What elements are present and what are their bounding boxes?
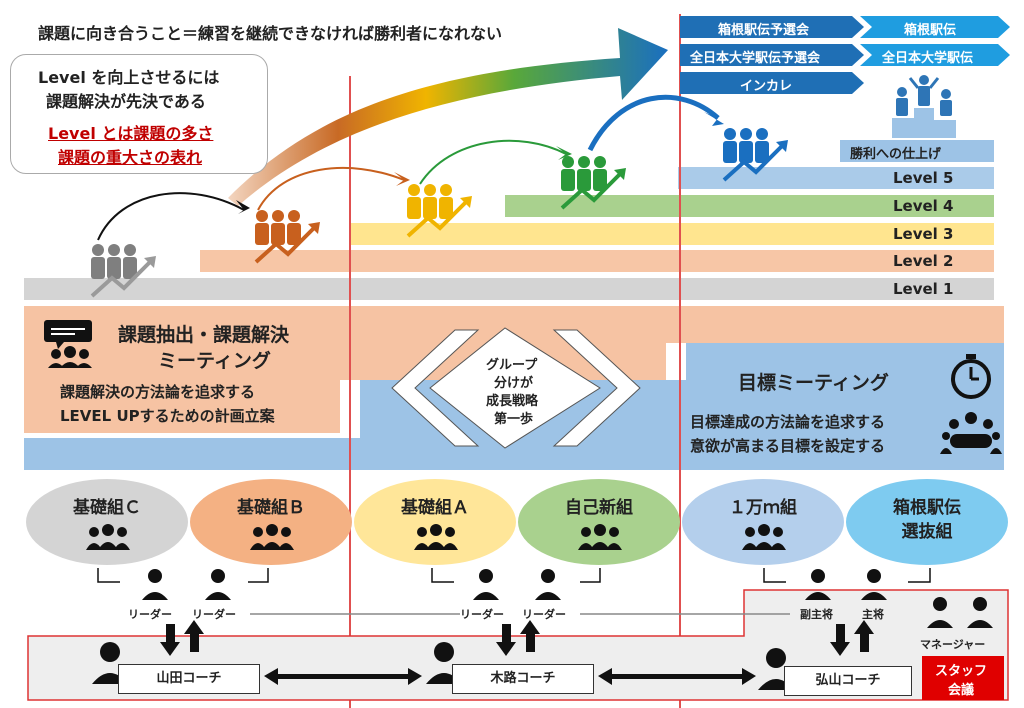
manager-label: マネージャー bbox=[920, 638, 986, 651]
podium-icon bbox=[892, 75, 956, 138]
staff-label2: 会議 bbox=[948, 683, 975, 698]
divider-left bbox=[349, 76, 351, 708]
group-a-label: 基礎組Ａ bbox=[401, 498, 469, 518]
group-hakone-label2: 選抜組 bbox=[901, 522, 953, 542]
meeting-left-title2: ミーティング bbox=[158, 350, 271, 372]
team-meeting-icon bbox=[940, 412, 1002, 454]
coach-kiji-box: 木路コーチ bbox=[452, 664, 594, 694]
group-c-oval: 基礎組Ｃ bbox=[26, 479, 188, 565]
group-b-oval: 基礎組Ｂ bbox=[190, 479, 352, 565]
chevron-text-1: グループ bbox=[486, 358, 538, 373]
staff-meeting-badge: スタッフ 会議 bbox=[922, 656, 1004, 700]
group-a-oval: 基礎組Ａ bbox=[354, 479, 516, 565]
group-10000m-label: １万ｍ組 bbox=[729, 498, 797, 518]
band-level3 bbox=[350, 223, 994, 245]
leader-label-2: リーダー bbox=[192, 608, 236, 621]
callout-red2: 課題の重大さの表れ bbox=[58, 148, 203, 167]
band-level1 bbox=[24, 278, 994, 300]
meeting-right-title: 目標ミーティング bbox=[738, 372, 889, 394]
group-10000m-oval: １万ｍ組 bbox=[682, 479, 844, 565]
divider-right bbox=[679, 14, 681, 708]
meeting-chat-icon bbox=[44, 320, 92, 368]
callout-line2: 課題解決が先決である bbox=[46, 92, 206, 111]
callout-red1: Level とは課題の多さ bbox=[48, 124, 214, 143]
growth-arrow-graphic bbox=[97, 28, 724, 241]
group-self-oval: 自己新組 bbox=[518, 479, 680, 565]
leader-label-3: リーダー bbox=[460, 608, 504, 621]
band-finish bbox=[840, 140, 994, 162]
chevron-text-4: 第一歩 bbox=[494, 412, 534, 427]
tag-incare: インカレ bbox=[740, 79, 793, 94]
team-gray-icon bbox=[90, 244, 156, 298]
team-orange-icon bbox=[254, 210, 320, 264]
tag-hakone: 箱根駅伝 bbox=[904, 23, 957, 38]
level3-label: Level 3 bbox=[893, 225, 954, 243]
chevron-text-3: 成長戦略 bbox=[486, 394, 539, 409]
group-hakone-oval: 箱根駅伝 選抜組 bbox=[846, 479, 1008, 565]
level4-label: Level 4 bbox=[893, 197, 954, 215]
leader-label-4: リーダー bbox=[522, 608, 566, 621]
level1-label: Level 1 bbox=[893, 280, 954, 298]
coach-yamada-box: 山田コーチ bbox=[118, 664, 260, 694]
vice-captain-label: 副主将 bbox=[800, 608, 833, 621]
meeting-right-desc1: 目標達成の方法論を追求する bbox=[690, 413, 886, 431]
staff-label1: スタッフ bbox=[935, 664, 988, 679]
finish-label: 勝利への仕上げ bbox=[850, 147, 942, 162]
band-level4 bbox=[505, 195, 994, 217]
chevron-text-2: 分けが bbox=[494, 376, 534, 391]
meeting-left-desc2: LEVEL UPするための計画立案 bbox=[60, 407, 275, 425]
meeting-left-desc1: 課題解決の方法論を追求する bbox=[60, 383, 256, 401]
level5-label: Level 5 bbox=[893, 169, 954, 187]
tag-zennihon: 全日本大学駅伝 bbox=[882, 51, 974, 66]
stopwatch-icon bbox=[951, 354, 991, 399]
coach-hiroyama-box: 弘山コーチ bbox=[784, 666, 912, 696]
group-c-label: 基礎組Ｃ bbox=[73, 498, 141, 518]
team-green-icon bbox=[560, 156, 626, 210]
captain-label: 主将 bbox=[862, 608, 884, 621]
band-level2 bbox=[200, 250, 994, 272]
level2-label: Level 2 bbox=[893, 252, 954, 270]
meeting-left-title1: 課題抽出・課題解決 bbox=[118, 324, 290, 346]
callout-box bbox=[10, 54, 268, 174]
tag-hakone-yosen: 箱根駅伝予選会 bbox=[718, 23, 810, 38]
team-yellow-icon bbox=[406, 184, 472, 238]
meeting-right-desc2: 意欲が高まる目標を設定する bbox=[690, 437, 886, 455]
leader-label-1: リーダー bbox=[128, 608, 172, 621]
group-self-label: 自己新組 bbox=[565, 498, 633, 518]
group-b-label: 基礎組Ｂ bbox=[237, 498, 305, 518]
group-hakone-label1: 箱根駅伝 bbox=[893, 498, 961, 518]
page-title: 課題に向き合うこと＝練習を継続できなければ勝利者になれない bbox=[38, 24, 503, 43]
callout-line1: Level を向上させるには bbox=[38, 68, 220, 87]
tournament-tags-shapes bbox=[680, 16, 1010, 94]
team-blue-icon bbox=[722, 128, 788, 182]
tag-zennihon-yosen: 全日本大学駅伝予選会 bbox=[690, 51, 821, 66]
